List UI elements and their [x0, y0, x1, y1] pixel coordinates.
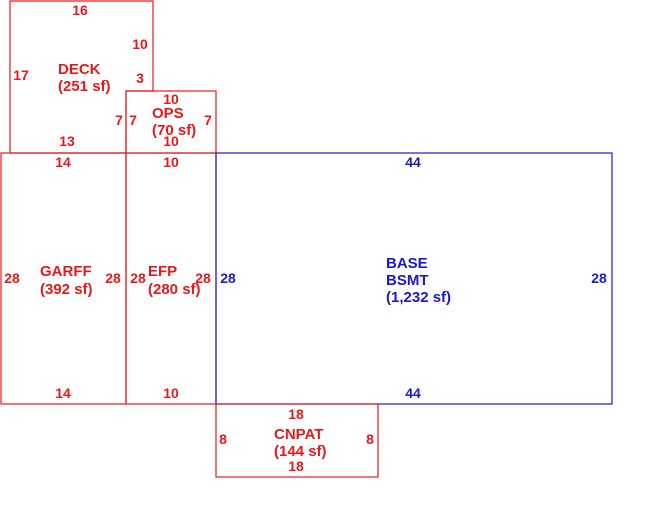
garff-label: GARFF — [40, 263, 92, 280]
deck-dim-top: 16 — [72, 2, 88, 18]
cnpat-dim-left: 8 — [219, 431, 227, 447]
ops-dim-left: 7 — [129, 112, 137, 128]
deck-label: DECK — [58, 61, 101, 78]
deck-dim-right-mid: 3 — [136, 70, 144, 86]
base-label-line2: BSMT — [386, 272, 429, 289]
deck-dim-left: 17 — [13, 67, 29, 83]
cnpat-dim-right: 8 — [366, 431, 374, 447]
efp-area: (280 sf) — [148, 281, 201, 298]
garff-dim-top: 14 — [55, 154, 71, 170]
base-label-line1: BASE — [386, 255, 428, 272]
base-area: (1,232 sf) — [386, 289, 451, 306]
ops-dim-bottom: 10 — [163, 133, 179, 149]
base-dim-right: 28 — [591, 270, 607, 286]
deck-area: (251 sf) — [58, 78, 111, 95]
efp-dim-left: 28 — [130, 270, 146, 286]
base-dim-bottom: 44 — [405, 385, 421, 401]
garff-dim-bottom: 14 — [55, 385, 71, 401]
ops-label: OPS — [152, 105, 184, 122]
ops-dim-top: 10 — [163, 91, 179, 107]
base-dim-top: 44 — [405, 154, 421, 170]
ops-dim-right: 7 — [204, 112, 212, 128]
cnpat-outline — [215, 403, 379, 478]
efp-dim-bottom: 10 — [163, 385, 179, 401]
deck-dim-right-upper: 10 — [132, 36, 148, 52]
cnpat-dim-bottom: 18 — [288, 458, 304, 474]
garff-area: (392 sf) — [40, 281, 93, 298]
cnpat-dim-top: 18 — [288, 406, 304, 422]
cnpat-label: CNPAT — [274, 426, 323, 443]
efp-label: EFP — [148, 263, 177, 280]
deck-dim-bottom: 13 — [59, 133, 75, 149]
ops-area: (70 sf) — [152, 122, 196, 139]
garff-dim-left: 28 — [4, 270, 20, 286]
efp-dim-top: 10 — [163, 154, 179, 170]
base-outline — [215, 152, 613, 405]
garff-dim-right: 28 — [105, 270, 121, 286]
efp-dim-right: 28 — [195, 270, 211, 286]
cnpat-area: (144 sf) — [274, 443, 327, 460]
deck-dim-right-lower: 7 — [115, 112, 123, 128]
base-dim-left: 28 — [220, 270, 236, 286]
